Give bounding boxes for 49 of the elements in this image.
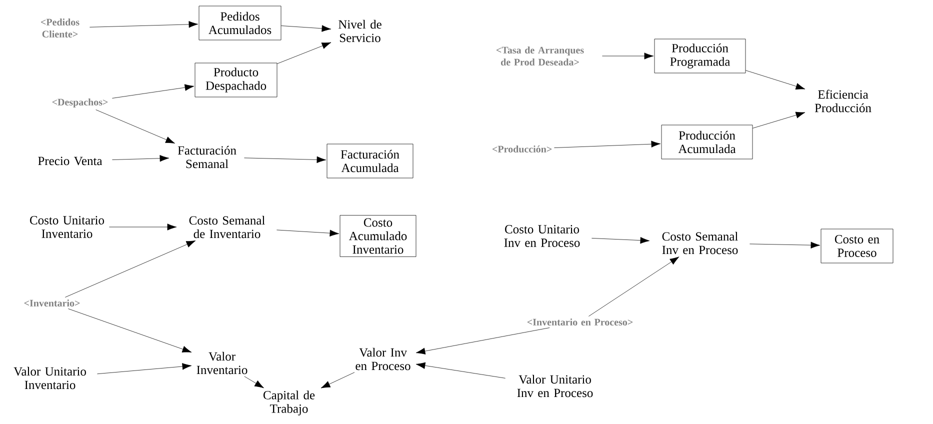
stock-box: Costo Acumulado Inventario bbox=[340, 215, 416, 257]
variable-label: Valor Unitario Inventario bbox=[14, 366, 86, 390]
variable-label: Eficiencia Producción bbox=[814, 90, 872, 112]
variable-label: Nivel de Servicio bbox=[338, 20, 382, 42]
arrow bbox=[276, 230, 340, 236]
arrow bbox=[244, 376, 264, 388]
arrow bbox=[97, 363, 192, 374]
variable-label: Valor Inventario bbox=[196, 352, 248, 374]
variable-label: Facturación Semanal bbox=[178, 146, 236, 168]
arrow bbox=[416, 362, 506, 378]
arrow bbox=[64, 240, 196, 298]
arrow bbox=[746, 70, 806, 90]
stock-box: Producción Acumulada bbox=[661, 124, 753, 160]
arrow bbox=[90, 21, 198, 28]
stock-box: Costo en Proceso bbox=[820, 228, 894, 264]
arrow bbox=[750, 242, 820, 248]
variable-label: Costo Unitario Inv en Proceso bbox=[504, 225, 580, 247]
stock-box: Facturación Acumulada bbox=[326, 144, 414, 178]
stock-box: Producto Despachado bbox=[194, 62, 278, 98]
shadow-variable: <Inventario> bbox=[24, 299, 80, 307]
stock-box: Pedidos Acumulados bbox=[198, 6, 282, 40]
variable-label: Valor Inv en Proceso bbox=[356, 348, 410, 370]
arrow bbox=[554, 140, 661, 148]
variable-label: Costo Unitario Inventario bbox=[30, 216, 104, 238]
stock-box: Producción Programada bbox=[654, 38, 746, 74]
shadow-variable: <Producción> bbox=[492, 145, 552, 153]
arrow bbox=[416, 328, 550, 354]
arrow bbox=[592, 237, 650, 244]
variable-label: Valor Unitario Inv en Proceso bbox=[517, 374, 593, 398]
arrow bbox=[281, 25, 332, 32]
arrow bbox=[68, 308, 192, 352]
arrow bbox=[320, 372, 355, 388]
arrow bbox=[112, 155, 170, 162]
variable-label: Costo Semanal Inv en Proceso bbox=[662, 232, 738, 254]
variable-label: Capital de Trabajo bbox=[264, 390, 315, 416]
shadow-variable: <Pedidos Cliente> bbox=[41, 18, 80, 38]
arrow bbox=[244, 156, 326, 164]
arrow bbox=[96, 110, 175, 144]
arrow bbox=[277, 42, 332, 64]
arrow bbox=[602, 52, 654, 60]
arrow bbox=[588, 256, 680, 316]
shadow-variable: <Tasa de Arranques de Prod Deseada> bbox=[496, 46, 584, 66]
shadow-variable: <Inventario en Proceso> bbox=[527, 318, 633, 326]
shadow-variable: <Despachos> bbox=[52, 98, 108, 108]
arrow bbox=[109, 224, 177, 230]
arrow bbox=[752, 112, 806, 128]
variable-label: Precio Venta bbox=[38, 156, 102, 166]
arrow bbox=[112, 84, 194, 98]
variable-label: Costo Semanal de Inventario bbox=[189, 216, 265, 238]
